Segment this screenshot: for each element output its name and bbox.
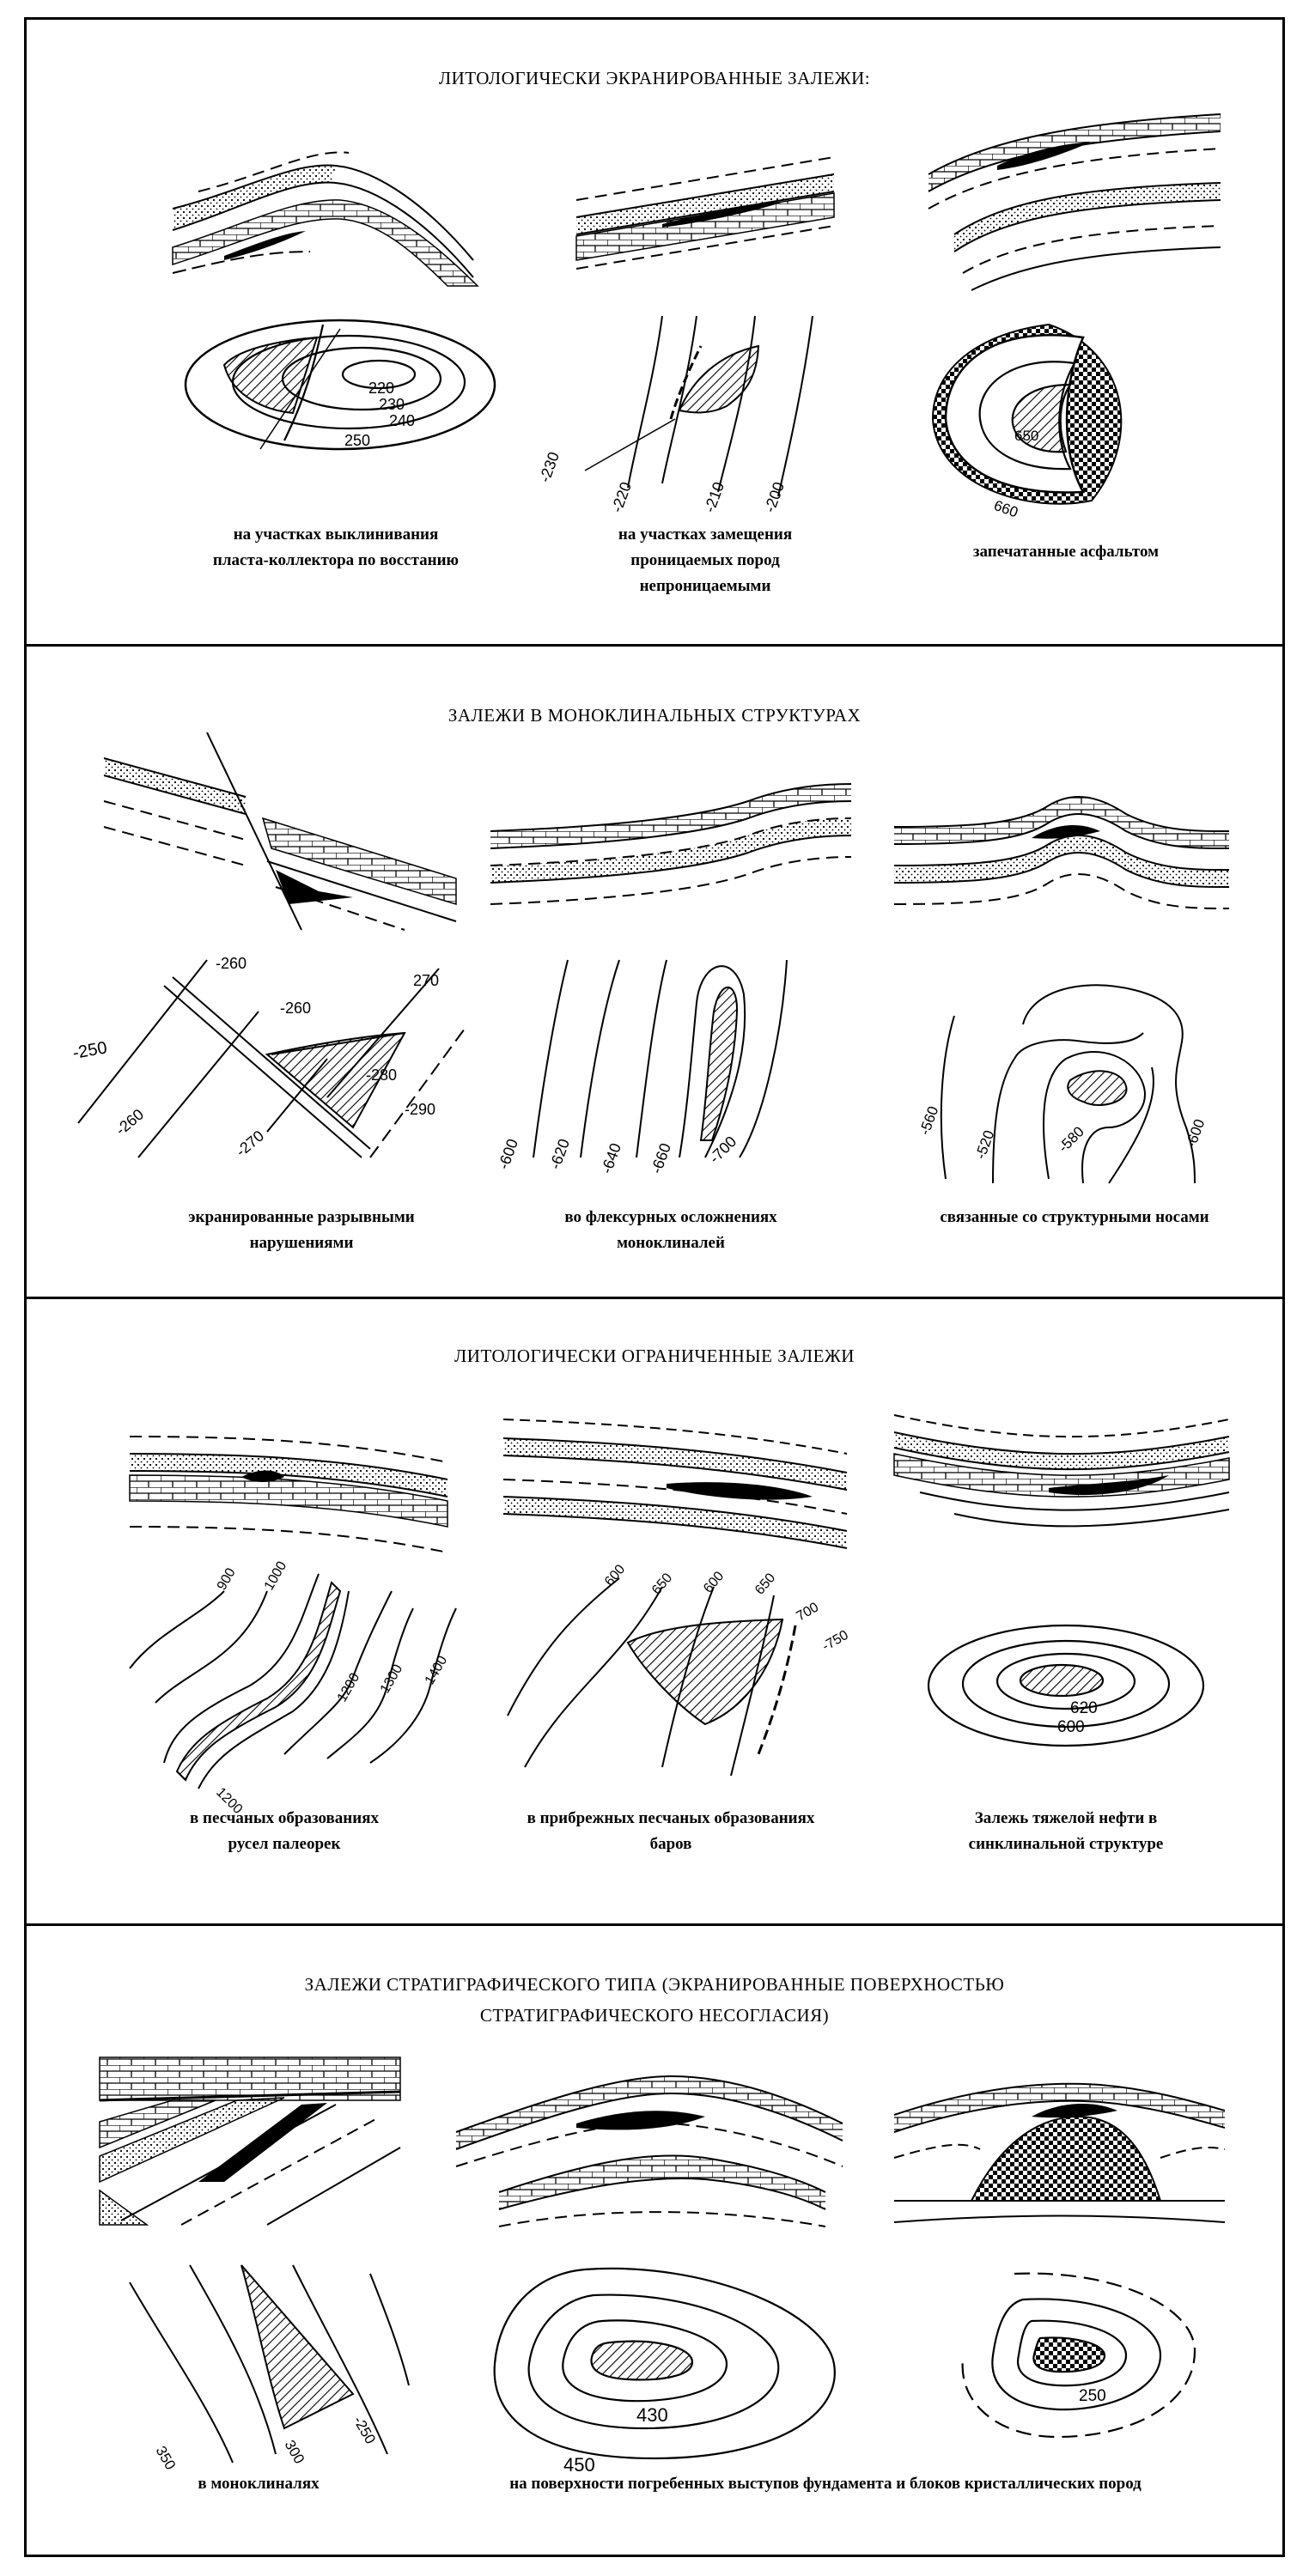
map-label: 250 xyxy=(1079,2387,1106,2405)
cross-section-pinchout xyxy=(164,114,508,295)
map-label: 300 xyxy=(282,2438,308,2467)
map-label: -600 xyxy=(495,1137,521,1172)
caption: во флексурных осложнениях моноклиналей xyxy=(564,1208,777,1252)
cross-section-bar xyxy=(495,1402,855,1548)
panel-title: ЗАЛЕЖИ СТРАТИГРАФИЧЕСКОГО ТИПА (ЭКРАНИРО… xyxy=(304,1974,1005,2026)
caption: на поверхности погребенных выступов фунд… xyxy=(509,2475,1142,2493)
caption: в прибрежных песчаных образованиях баров xyxy=(527,1809,815,1853)
structure-map-bar: 600 650 600 650 700 -750 xyxy=(490,1562,851,1784)
structure-map-crystalline-block: 250 xyxy=(946,2265,1203,2445)
map-label: 430 xyxy=(636,2404,668,2426)
map-label: -280 xyxy=(366,1066,397,1084)
map-label: -270 xyxy=(233,1127,267,1160)
map-label: -750 xyxy=(820,1628,851,1655)
map-label: 1300 xyxy=(378,1662,406,1696)
map-label: -620 xyxy=(546,1137,573,1172)
map-label: -220 xyxy=(608,480,635,515)
panel-stratigraphic: ЗАЛЕЖИ СТРАТИГРАФИЧЕСКОГО ТИПА (ЭКРАНИРО… xyxy=(27,1926,1282,2557)
map-label: -260 xyxy=(113,1106,147,1139)
structure-map-river-channel: 900 1000 1200 1300 1400 1200 xyxy=(95,1559,465,1817)
structure-map-monocline: 350 300 -250 xyxy=(113,2257,413,2473)
structure-map-fault: -260 -260 270 -280 -290 -250 -260 -270 xyxy=(71,955,473,1160)
map-label: 1000 xyxy=(262,1559,290,1593)
cross-section-flexure xyxy=(473,771,860,926)
panel-monocline: ЗАЛЕЖИ В МОНОКЛИНАЛЬНЫХ СТРУКТУРАХ xyxy=(27,647,1282,1299)
map-label: -250 xyxy=(350,2414,379,2447)
caption: на участках выклинивания пласта-коллекто… xyxy=(212,526,460,569)
map-label: 600 xyxy=(1057,1718,1085,1736)
map-label: 650 xyxy=(649,1571,675,1597)
map-label: 650 xyxy=(752,1571,778,1597)
map-label: 240 xyxy=(389,412,415,429)
caption: запечатанные асфальтом xyxy=(972,543,1160,561)
structure-map-flexure: -600 -620 -640 -660 -700 xyxy=(495,943,843,1176)
panel-lithologic-screened: ЛИТОЛОГИЧЕСКИ ЭКРАНИРОВАННЫЕ ЗАЛЕЖИ: 220… xyxy=(27,20,1282,647)
map-label: 250 xyxy=(344,432,370,449)
map-label: 270 xyxy=(413,972,439,989)
caption: в моноклиналях xyxy=(198,2475,320,2493)
map-label: 220 xyxy=(368,380,394,397)
caption: в песчаных образованиях русел палеорек xyxy=(190,1809,379,1853)
map-label: -660 xyxy=(648,1141,674,1176)
structure-map-buried-ridge: 430 450 xyxy=(482,2261,843,2476)
caption: связанные со структурными носами xyxy=(940,1208,1209,1226)
map-label: -600 xyxy=(1183,1117,1208,1150)
map-label: 1200 xyxy=(335,1671,363,1704)
structure-map-replacement: -230 -220 -210 -200 xyxy=(536,312,834,514)
cross-section-replacement xyxy=(559,131,843,277)
panel-title: ЛИТОЛОГИЧЕСКИ ОГРАНИЧЕННЫЕ ЗАЛЕЖИ xyxy=(454,1346,855,1366)
panel-title: ЛИТОЛОГИЧЕСКИ ЭКРАНИРОВАННЫЕ ЗАЛЕЖИ: xyxy=(438,68,871,88)
map-label: 620 xyxy=(1070,1699,1098,1717)
map-label: -210 xyxy=(701,480,728,515)
map-label: 650 xyxy=(1014,428,1038,444)
map-label: 600 xyxy=(701,1569,727,1595)
cross-section-crystalline-block xyxy=(886,2063,1229,2235)
map-label: 350 xyxy=(153,2444,180,2473)
caption: на участках замещения проницаемых пород … xyxy=(618,526,793,595)
map-label: -260 xyxy=(280,999,311,1017)
cross-section-buried-ridge xyxy=(447,2063,851,2235)
map-label: -200 xyxy=(761,480,788,515)
map-label: -230 xyxy=(536,450,563,485)
map-label: 700 xyxy=(795,1600,822,1624)
map-label: -290 xyxy=(405,1101,435,1118)
caption: экранированные разрывными нарушениями xyxy=(188,1208,415,1252)
map-label: 1400 xyxy=(423,1654,451,1687)
panel-lithologic-limited: ЛИТОЛОГИЧЕСКИ ОГРАНИЧЕННЫЕ ЗАЛЕЖИ 900 10… xyxy=(27,1299,1282,1926)
cross-section-river-channel xyxy=(113,1415,456,1552)
cross-section-monocline-unconformity xyxy=(99,2057,401,2225)
map-label: 230 xyxy=(379,396,405,413)
map-label: 600 xyxy=(602,1562,628,1589)
structure-map-asphalt: 650 660 xyxy=(911,316,1169,521)
cross-section-fault xyxy=(95,732,465,930)
caption: Залежь тяжелой нефти в синклинальной стр… xyxy=(968,1809,1164,1853)
map-label: -260 xyxy=(216,955,247,972)
structure-map-pinchout: 220 230 240 250 xyxy=(164,303,508,475)
map-label: 900 xyxy=(215,1565,239,1593)
cross-section-syncline xyxy=(886,1406,1238,1535)
map-label: 450 xyxy=(563,2454,595,2476)
map-label: -640 xyxy=(598,1141,624,1176)
structure-map-syncline: 620 600 xyxy=(920,1617,1212,1763)
cross-section-asphalt xyxy=(920,106,1229,295)
map-label: 660 xyxy=(992,497,1020,521)
map-label: -250 xyxy=(71,1038,108,1063)
figure-frame: ЛИТОЛОГИЧЕСКИ ЭКРАНИРОВАННЫЕ ЗАЛЕЖИ: 220… xyxy=(24,17,1285,2557)
map-label: -580 xyxy=(1055,1123,1087,1155)
cross-section-nose xyxy=(877,780,1238,926)
panel-title: ЗАЛЕЖИ В МОНОКЛИНАЛЬНЫХ СТРУКТУРАХ xyxy=(447,705,862,726)
structure-map-nose: -560 -520 -580 -600 xyxy=(916,973,1208,1188)
map-label: -560 xyxy=(916,1104,941,1137)
